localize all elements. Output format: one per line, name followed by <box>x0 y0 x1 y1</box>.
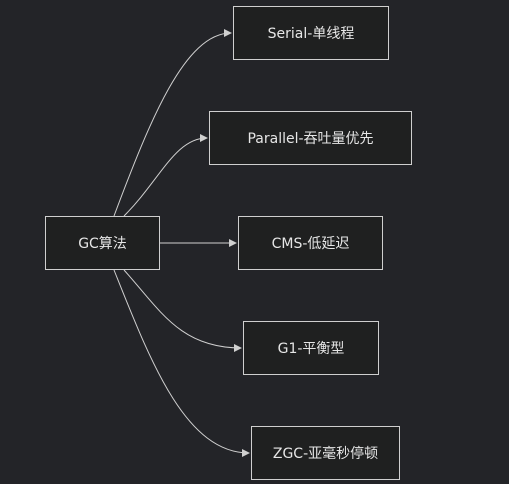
node-zgc: ZGC-亚毫秒停顿 <box>251 426 400 480</box>
node-serial: Serial-单线程 <box>233 6 389 60</box>
edge-gc-to-parallel <box>123 134 208 217</box>
node-parallel-label: Parallel-吞吐量优先 <box>247 131 374 147</box>
node-cms-label: CMS-低延迟 <box>271 236 350 252</box>
node-g1: G1-平衡型 <box>243 321 379 375</box>
node-gc-algorithms-label: GC算法 <box>78 236 127 252</box>
node-parallel: Parallel-吞吐量优先 <box>209 111 412 165</box>
edge-gc-to-g1 <box>123 269 242 352</box>
node-serial-label: Serial-单线程 <box>267 26 355 42</box>
edge-gc-to-zgc <box>113 269 250 457</box>
node-cms: CMS-低延迟 <box>238 216 383 270</box>
node-zgc-label: ZGC-亚毫秒停顿 <box>272 446 379 462</box>
edge-gc-to-serial <box>113 29 232 217</box>
node-gc-algorithms: GC算法 <box>45 216 160 270</box>
node-g1-label: G1-平衡型 <box>277 341 345 357</box>
